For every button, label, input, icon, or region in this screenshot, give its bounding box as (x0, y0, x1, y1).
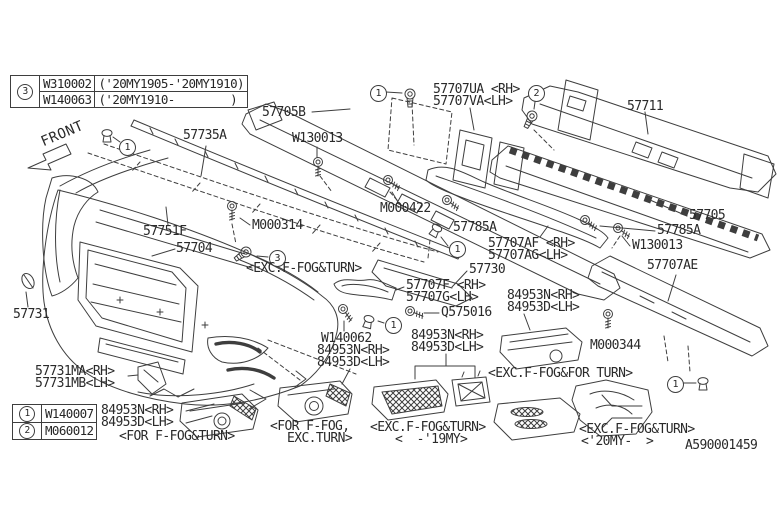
callout-57707UA: 57707UA <RH> (433, 82, 520, 97)
callout-57707F: 57707F <RH> (406, 278, 486, 293)
bracket-57707UA-art (452, 129, 525, 191)
qualifier-for-fog-exc-turn: <FOR F-FOG, (270, 419, 350, 434)
table-symbol-cell: 2 (12, 421, 42, 440)
callout-84953D: 84953D<LH> (507, 300, 580, 315)
callout-M000314: M000314 (252, 218, 303, 233)
absorber-57705-art (489, 145, 771, 259)
part-number-cell: M060012 (40, 421, 98, 440)
table-row: 2 M060012 (12, 421, 98, 440)
callout-57730: 57730 (469, 262, 506, 277)
bumper-cover-art (42, 149, 339, 406)
callout-57704: 57704 (176, 241, 213, 256)
front-arrow-icon (27, 143, 72, 171)
callout-57707AG: 57707AG<LH> (488, 248, 568, 263)
leader-lines-art (25, 91, 697, 429)
callout-57731MB: 57731MB<LH> (35, 376, 115, 391)
callout-W140062: W140062 (321, 331, 372, 346)
callout-57707G: 57707G<LH> (406, 290, 479, 305)
callout-circle-1: 1 (667, 376, 684, 393)
part-number-cell: W310002 (38, 75, 96, 92)
qualifier-for-fog-turn: <FOR F-FOG&TURN> (119, 429, 235, 444)
trim-strip-57735A-art (130, 119, 463, 260)
circled-1-symbol: 1 (19, 405, 35, 422)
table-symbol-cell: 1 (12, 404, 42, 423)
table-row: 1 W140007 (12, 404, 98, 423)
callout-M000344: M000344 (590, 338, 641, 353)
callout-57731: 57731 (13, 307, 50, 322)
callout-circle-3: 3 (269, 250, 286, 267)
callout-M000422: M000422 (380, 201, 431, 216)
callout-57705B: 57705B (262, 105, 306, 120)
part-number-cell: W140063 (38, 91, 96, 108)
callout-57751F: 57751F (143, 224, 187, 239)
callout-84953N: 84953N<RH> (411, 328, 484, 343)
callout-57707AE: 57707AE (647, 258, 698, 273)
callout-57785A: 57785A (453, 220, 497, 235)
callout-57735A: 57735A (183, 128, 227, 143)
table-symbol-cell: 3 (10, 75, 40, 108)
cover-57751F-dashed-art (87, 143, 439, 263)
qualifier-exc-fog-turn-20my: <'20MY- > (581, 434, 654, 449)
callout-circle-1: 1 (119, 139, 136, 156)
fastener-table-bottom: 1 W140007 2 M060012 (12, 404, 98, 440)
applicability-table-top: 3 W310002 ('20MY1905-'20MY1910) W140063 … (10, 75, 248, 108)
grille-pieces-art (179, 327, 653, 441)
callout-57707AF: 57707AF <RH> (488, 236, 575, 251)
circled-2-symbol: 2 (19, 423, 35, 439)
callout-57785A: 57785A (657, 223, 701, 238)
applicability-cell: ('20MY1910- ) (94, 91, 248, 108)
beam-57711-art (521, 79, 777, 199)
qualifier-exc-fog-turn-20my: <EXC.F-FOG&TURN> (579, 422, 695, 437)
callout-W130013: W130013 (292, 131, 343, 146)
callout-circle-1: 1 (385, 317, 402, 334)
callout-57707VA: 57707VA<LH> (433, 94, 513, 109)
qualifier-exc-fog-turn-19my: < -'19MY> (395, 432, 468, 447)
applicability-cell: ('20MY1905-'20MY1910) (94, 75, 248, 92)
table-row: 3 W310002 ('20MY1905-'20MY1910) (10, 75, 248, 108)
bracket-57707F-art (333, 279, 397, 301)
qualifier-exc-fog-turn-19my: <EXC.F-FOG&TURN> (370, 420, 486, 435)
callout-circle-1: 1 (449, 241, 466, 258)
circled-3-symbol: 3 (17, 83, 33, 100)
callout-circle-2: 2 (528, 85, 545, 102)
part-number-cell: W140007 (40, 404, 98, 423)
callout-circle-1: 1 (370, 85, 387, 102)
clip-57731-art (21, 272, 35, 290)
callout-84953N: 84953N<RH> (317, 343, 390, 358)
callout-84953N: 84953N<RH> (101, 403, 174, 418)
callout-84953D: 84953D<LH> (317, 355, 390, 370)
callout-W130013: W130013 (632, 238, 683, 253)
qualifier-exc-fog-turn: <EXC.F-FOG&TURN> (246, 261, 362, 276)
callout-57711: 57711 (627, 99, 664, 114)
qualifier-exc-fog-for-turn: <EXC.F-FOG&FOR TURN> (488, 366, 633, 381)
callout-84953D: 84953D<LH> (101, 415, 174, 430)
callout-Q575016: Q575016 (441, 305, 492, 320)
bracket-57730-art (371, 259, 473, 307)
qualifier-for-fog-exc-turn: EXC.TURN> (287, 431, 353, 446)
callout-84953D: 84953D<LH> (411, 340, 484, 355)
drawing-code: A590001459 (685, 438, 758, 453)
bracket-57707AF-art (425, 166, 609, 249)
table-row: W140063 ('20MY1910- ) (11, 91, 248, 108)
callout-57731MA: 57731MA<RH> (35, 364, 115, 379)
callout-57705: 57705 (689, 208, 726, 223)
rail-57707AE-art (587, 255, 769, 373)
wedge-57731MA-art (137, 361, 167, 395)
callout-84953N: 84953N<RH> (507, 288, 580, 303)
